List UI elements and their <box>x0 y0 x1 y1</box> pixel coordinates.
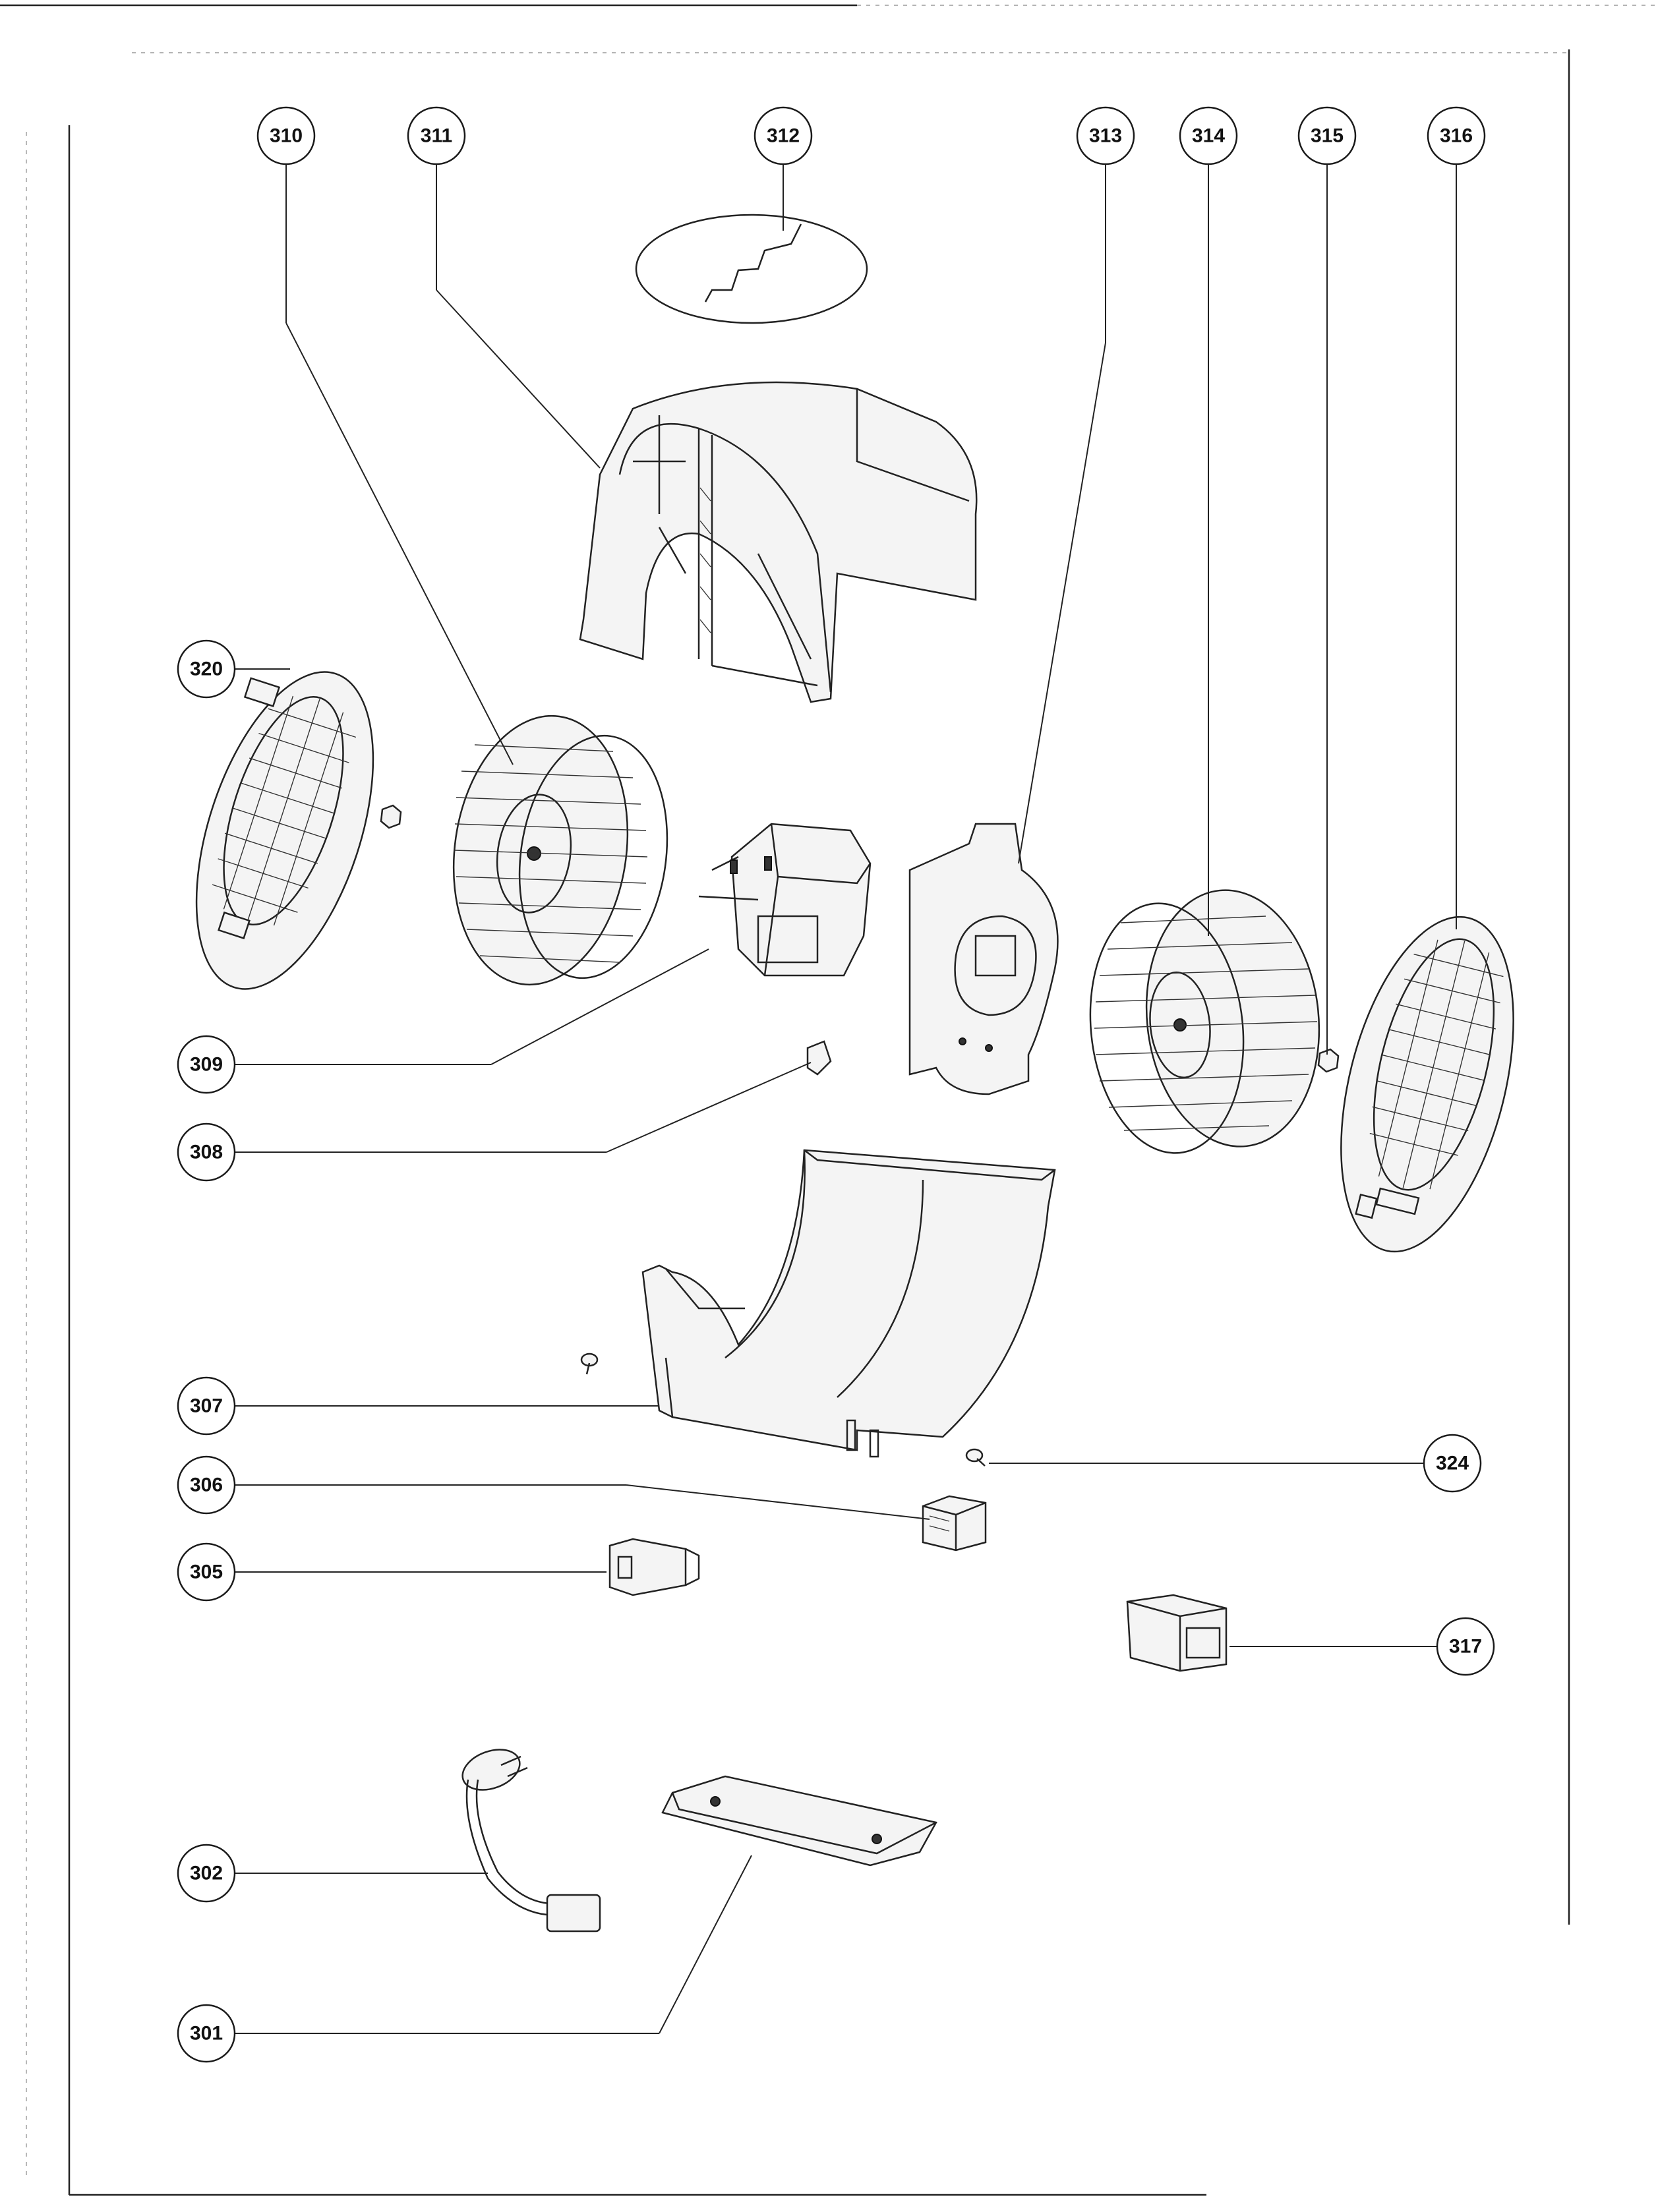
callout-311: 311 <box>407 106 466 165</box>
callout-317: 317 <box>1436 1617 1495 1676</box>
callout-324: 324 <box>1423 1434 1482 1493</box>
callout-302-label: 302 <box>190 1863 223 1884</box>
inlet-grille-right <box>1340 916 1514 1253</box>
callout-309: 309 <box>177 1035 236 1094</box>
nut-left <box>380 804 402 829</box>
callout-313-label: 313 <box>1089 125 1122 147</box>
connector-block <box>922 1495 987 1552</box>
callout-315-label: 315 <box>1311 125 1344 147</box>
power-cord <box>461 1749 601 1933</box>
callout-308: 308 <box>177 1122 236 1182</box>
callout-316-label: 316 <box>1440 125 1473 147</box>
callout-310: 310 <box>256 106 316 165</box>
screw-right <box>965 1448 986 1467</box>
upper-blower-housing <box>579 381 978 703</box>
callout-320: 320 <box>177 639 236 699</box>
callout-310-label: 310 <box>270 125 303 147</box>
callout-306-label: 306 <box>190 1474 223 1496</box>
callout-312: 312 <box>754 106 813 165</box>
lower-blower-housing <box>641 1149 1056 1458</box>
callout-311-label: 311 <box>421 125 452 147</box>
callout-301: 301 <box>177 2004 236 2063</box>
callout-309-label: 309 <box>190 1054 223 1076</box>
callout-307-label: 307 <box>190 1395 223 1417</box>
callout-305-label: 305 <box>190 1561 223 1583</box>
callout-324-label: 324 <box>1436 1453 1469 1474</box>
cover-plate <box>661 1775 937 1867</box>
callout-306: 306 <box>177 1455 236 1515</box>
callout-308-label: 308 <box>190 1142 223 1163</box>
terminal-socket <box>608 1538 700 1596</box>
leader-lines <box>235 156 1457 2034</box>
callout-312-label: 312 <box>767 125 800 147</box>
callout-305: 305 <box>177 1542 236 1602</box>
page-frame <box>0 4 1658 2196</box>
callout-302: 302 <box>177 1844 236 1903</box>
switch-block <box>1126 1594 1228 1672</box>
nut-right <box>1317 1048 1340 1073</box>
callout-307: 307 <box>177 1376 236 1436</box>
clip <box>806 1040 832 1076</box>
motor <box>698 823 872 977</box>
motor-mounting-plate <box>908 823 1059 1095</box>
callout-301-label: 301 <box>190 2023 223 2045</box>
callout-313: 313 <box>1076 106 1135 165</box>
callout-316: 316 <box>1427 106 1486 165</box>
capacitor-disc <box>635 214 868 324</box>
inlet-grille-left <box>195 671 374 990</box>
fan-wheel-right <box>1089 889 1320 1154</box>
callout-320-label: 320 <box>190 658 223 680</box>
callout-317-label: 317 <box>1449 1636 1482 1658</box>
callout-315: 315 <box>1297 106 1357 165</box>
callout-314-label: 314 <box>1192 125 1225 147</box>
callout-314: 314 <box>1179 106 1238 165</box>
fan-wheel-left <box>452 714 668 986</box>
screw-left <box>580 1353 599 1375</box>
